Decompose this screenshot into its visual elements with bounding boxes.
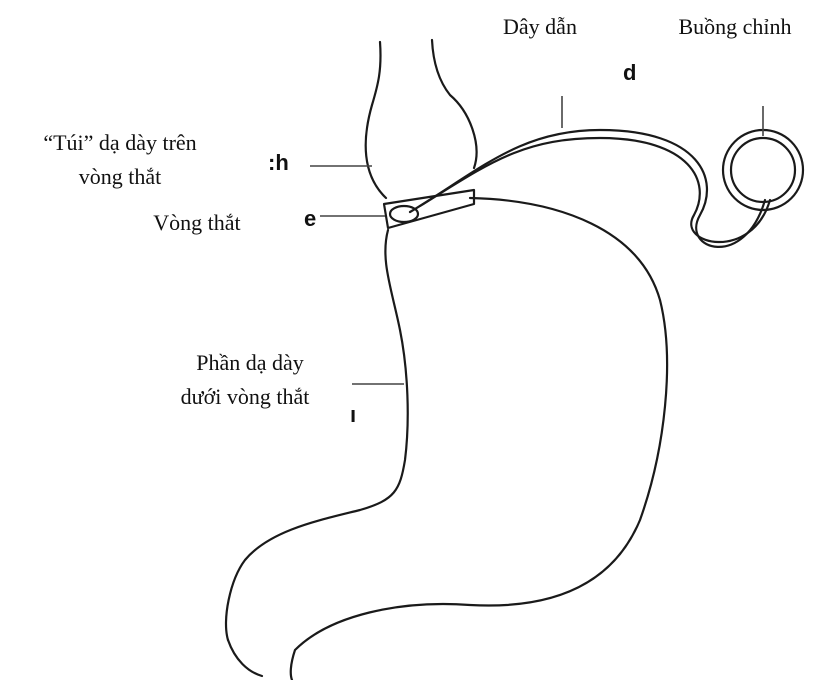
fragment-e: e [304,206,316,232]
connecting-tube-outer [410,130,765,247]
stomach-lower-curl [228,640,262,676]
esophagus-right-wall [432,40,477,168]
stomach-greater-curve [291,198,667,680]
label-pouch-line2: vòng thắt [0,164,240,190]
fragment-n: ı [350,402,356,428]
label-band: Vòng thắt [132,210,262,236]
port-outer-ring [723,130,803,210]
label-lower-line1: Phần dạ dày [155,350,345,376]
label-pouch-line1: “Túi” dạ dày trên [0,130,240,156]
label-tube: Dây dẫn [480,14,600,40]
fragment-d: d [623,60,636,86]
port-inner-ring [731,138,795,202]
esophagus-left-wall [366,42,386,198]
label-port: Buồng chỉnh [655,14,815,40]
fragment-ch: :h [268,150,289,176]
label-lower-line2: dưới vòng thắt [145,384,345,410]
stomach-lesser-curve [226,230,408,640]
band-clasp [390,206,418,222]
gastric-band [384,190,474,228]
